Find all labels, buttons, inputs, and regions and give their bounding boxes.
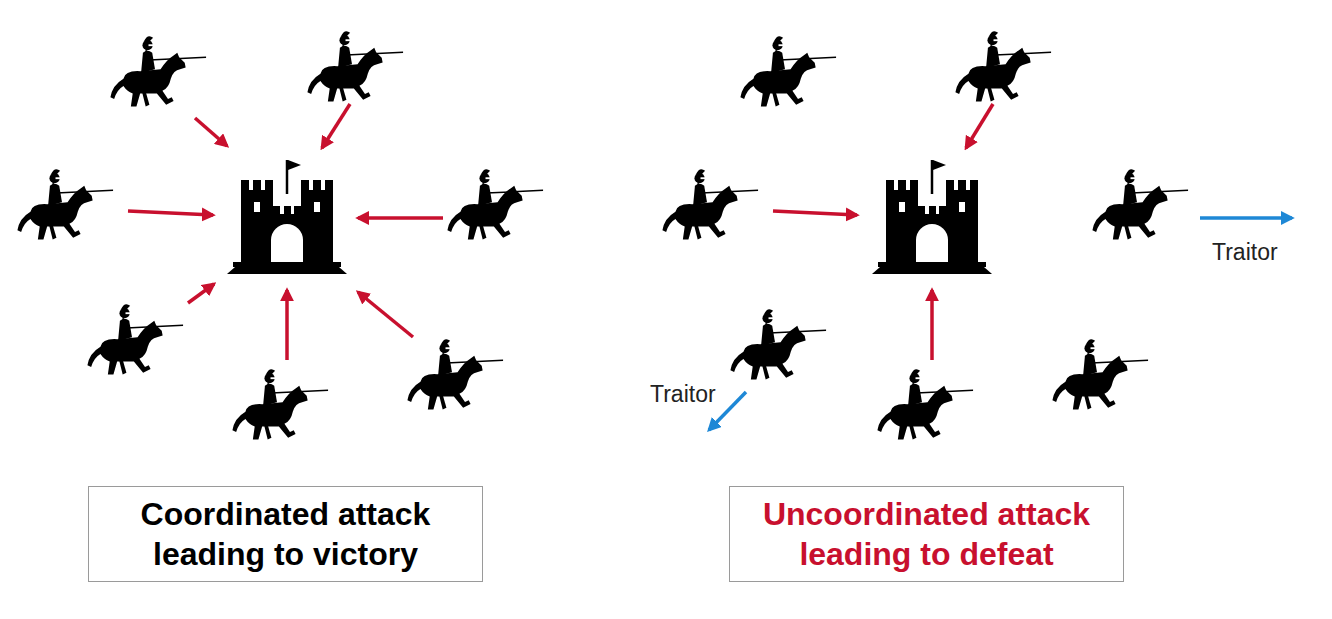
attack-arrow [128,211,213,215]
knight-icon [447,169,543,239]
knight-icon [87,304,183,374]
attack-arrow [285,290,289,360]
knight-icon [877,369,973,439]
knight-icon [307,31,403,101]
knight-icon [1052,339,1148,409]
attack-arrow [358,216,443,220]
caption-text: Uncoordinated attack leading to defeat [730,494,1123,574]
knight-icon [740,36,836,106]
knight-icon [17,169,113,239]
knight-icon [730,309,826,379]
traitor-label: Traitor [1210,239,1280,266]
knight-icon [407,339,503,409]
attack-arrow [188,284,214,303]
attack-arrow [358,292,413,337]
caption-text: Coordinated attack leading to victory [89,494,482,574]
knight-icon [110,36,206,106]
attack-arrow [966,104,993,148]
traitor-label: Traitor [648,381,718,408]
attack-arrow [930,290,934,360]
attack-arrow [195,118,227,146]
traitor-arrow [1200,216,1292,220]
knight-icon [662,169,758,239]
caption-box: Coordinated attack leading to victory [88,486,483,582]
knight-icon [955,31,1051,101]
knight-icon [1092,169,1188,239]
knight-icon [232,369,328,439]
castle-icon [872,160,992,274]
attack-arrow [773,211,857,215]
right-scene [662,31,1292,439]
caption-box: Uncoordinated attack leading to defeat [729,486,1124,582]
left-scene [17,31,543,439]
castle-icon [227,160,347,274]
attack-arrow [322,104,350,148]
